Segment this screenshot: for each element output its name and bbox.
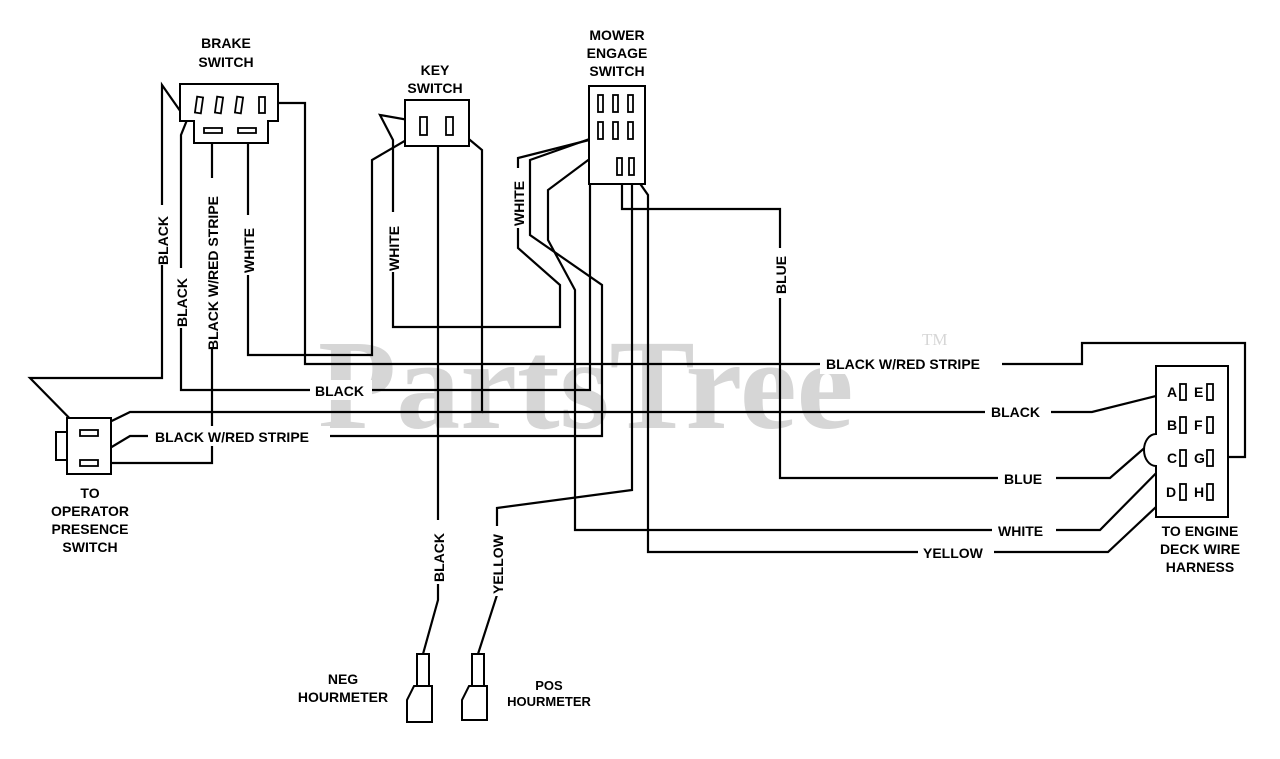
brake-switch: BRAKE SWITCH bbox=[179, 35, 279, 144]
wire-black-red-mower-operator bbox=[84, 134, 604, 464]
label-blue-h: BLUE bbox=[1004, 471, 1042, 487]
key-switch-label: SWITCH bbox=[407, 80, 462, 96]
wire-white-mower-harness bbox=[546, 145, 1173, 532]
label-black-red-h: BLACK W/RED STRIPE bbox=[826, 356, 980, 372]
harness-terminal bbox=[1206, 483, 1214, 501]
wire-yellow-mower-harness bbox=[633, 174, 1173, 554]
brake-terminal bbox=[258, 96, 266, 114]
key-terminal bbox=[445, 116, 454, 136]
harness-label: TO ENGINE bbox=[1162, 523, 1239, 539]
operator-presence-connector: TO OPERATOR PRESENCE SWITCH bbox=[51, 417, 129, 555]
pin-label-b: B bbox=[1167, 417, 1177, 433]
brake-terminal bbox=[237, 127, 257, 134]
mower-terminal bbox=[597, 94, 604, 113]
label-white-h: WHITE bbox=[998, 523, 1043, 539]
pin-label-c: C bbox=[1167, 450, 1177, 466]
mower-engage-switch: MOWER ENGAGE SWITCH bbox=[587, 27, 648, 185]
label-white-mower: WHITE bbox=[511, 181, 527, 226]
key-switch-body bbox=[404, 99, 470, 147]
label-white-v1: WHITE bbox=[241, 228, 257, 273]
pin-label-h: H bbox=[1194, 484, 1204, 500]
wire-labels: BLACK BLACK BLACK W/RED STRIPE WHITE WHI… bbox=[148, 168, 1056, 596]
brake-terminal bbox=[203, 127, 223, 134]
operator-terminal bbox=[79, 429, 99, 437]
operator-connector-tab bbox=[55, 431, 68, 461]
neg-hourmeter-label: NEG bbox=[328, 671, 358, 687]
label-black-h-right: BLACK bbox=[991, 404, 1040, 420]
wire-black-red-brake-harness bbox=[265, 101, 1247, 459]
brake-terminal bbox=[233, 95, 245, 115]
brake-terminal bbox=[193, 95, 205, 115]
wire-black-harness-a bbox=[482, 390, 1173, 414]
watermark: PartsTree TM bbox=[318, 314, 948, 456]
mower-terminal bbox=[628, 157, 635, 176]
harness-terminal bbox=[1179, 483, 1187, 501]
mower-terminal bbox=[612, 94, 619, 113]
label-black-red-v: BLACK W/RED STRIPE bbox=[205, 196, 221, 350]
harness-terminal bbox=[1206, 383, 1214, 401]
neg-hourmeter-terminal: NEG HOURMETER bbox=[298, 653, 433, 723]
label-black-red-op: BLACK W/RED STRIPE bbox=[155, 429, 309, 445]
pos-hourmeter-label: HOURMETER bbox=[507, 694, 591, 709]
label-black-hour: BLACK bbox=[431, 533, 447, 582]
brake-switch-label: BRAKE bbox=[201, 35, 251, 51]
neg-terminal-stem bbox=[416, 653, 430, 687]
pos-hourmeter-terminal: POS HOURMETER bbox=[461, 653, 591, 721]
wire-black-red-brake-operator bbox=[85, 133, 214, 465]
pin-label-d: D bbox=[1166, 484, 1176, 500]
pos-terminal-stem bbox=[471, 653, 485, 687]
operator-label: OPERATOR bbox=[51, 503, 129, 519]
brake-terminal bbox=[213, 95, 225, 115]
pos-terminal-body bbox=[461, 685, 488, 721]
harness-connector-body bbox=[1143, 365, 1229, 518]
label-blue-v: BLUE bbox=[773, 256, 789, 294]
harness-terminal bbox=[1179, 383, 1187, 401]
watermark-tm: TM bbox=[922, 330, 948, 349]
neg-terminal-body bbox=[406, 685, 433, 723]
pin-label-f: F bbox=[1194, 417, 1203, 433]
wires bbox=[27, 81, 1247, 655]
wire-blue-mower-harness bbox=[620, 175, 1173, 480]
key-terminal bbox=[419, 116, 428, 136]
operator-label: SWITCH bbox=[62, 539, 117, 555]
harness-terminal bbox=[1206, 416, 1214, 434]
key-switch: KEY SWITCH bbox=[404, 62, 470, 147]
key-switch-label: KEY bbox=[421, 62, 450, 78]
mower-switch-label: MOWER bbox=[589, 27, 644, 43]
mower-terminal bbox=[627, 121, 634, 140]
operator-terminal bbox=[79, 459, 99, 467]
label-yellow-h: YELLOW bbox=[923, 545, 984, 561]
wire-white-brake-key bbox=[246, 131, 421, 357]
mower-terminal bbox=[627, 94, 634, 113]
neg-hourmeter-label: HOURMETER bbox=[298, 689, 388, 705]
operator-label: TO bbox=[80, 485, 99, 501]
label-black-v1: BLACK bbox=[155, 216, 171, 265]
harness-label: HARNESS bbox=[1166, 559, 1234, 575]
harness-terminal bbox=[1179, 449, 1187, 467]
mower-terminal bbox=[616, 157, 623, 176]
engine-deck-harness-connector: A E B F C G D H TO ENGINE DECK WIRE HARN… bbox=[1143, 365, 1240, 575]
watermark-text: PartsTree bbox=[318, 314, 853, 456]
harness-terminal bbox=[1206, 449, 1214, 467]
brake-switch-label: SWITCH bbox=[198, 54, 253, 70]
label-yellow-hour: YELLOW bbox=[490, 533, 506, 594]
mower-switch-label: ENGAGE bbox=[587, 45, 648, 61]
pin-label-a: A bbox=[1167, 384, 1177, 400]
pin-label-e: E bbox=[1194, 384, 1203, 400]
pos-hourmeter-label: POS bbox=[535, 678, 563, 693]
mower-switch-label: SWITCH bbox=[589, 63, 644, 79]
harness-label: DECK WIRE bbox=[1160, 541, 1240, 557]
pin-label-g: G bbox=[1194, 450, 1205, 466]
operator-label: PRESENCE bbox=[51, 521, 128, 537]
wire-black-brake-operator bbox=[27, 81, 184, 435]
mower-terminal bbox=[597, 121, 604, 140]
label-white-key: WHITE bbox=[386, 226, 402, 271]
mower-terminal bbox=[612, 121, 619, 140]
label-black-h-mid: BLACK bbox=[315, 383, 364, 399]
label-black-v2: BLACK bbox=[174, 278, 190, 327]
harness-terminal bbox=[1179, 416, 1187, 434]
